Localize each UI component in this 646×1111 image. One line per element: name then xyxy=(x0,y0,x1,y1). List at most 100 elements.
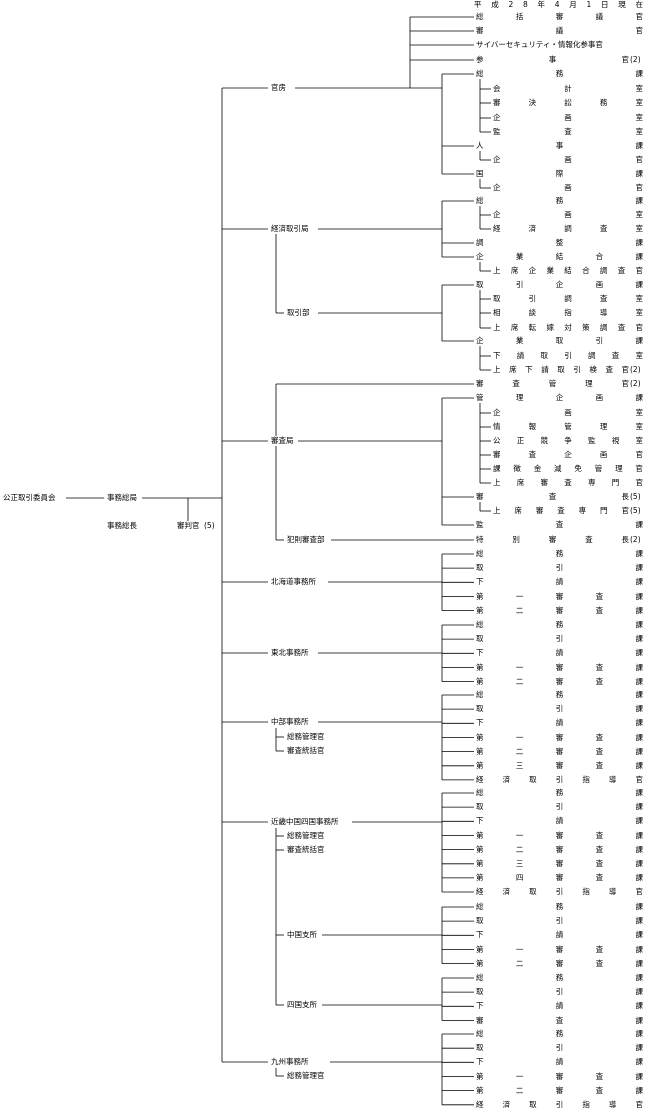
officer-title: 総務管理官 xyxy=(286,732,326,742)
officer-title: 総務管理官 xyxy=(286,831,326,841)
division-name: 取引課 xyxy=(476,916,643,926)
section-name: 課徴金減免管理官 xyxy=(493,464,643,473)
division-name: 取引課 xyxy=(476,802,643,812)
division-name: 審査長 xyxy=(476,492,629,501)
division-name: 第二審査課 xyxy=(476,605,643,615)
division-name: 下請課 xyxy=(476,648,643,658)
division-name: 取引課 xyxy=(476,704,643,714)
division-name: 総務課 xyxy=(476,196,643,205)
division-name: 経済取引指導官 xyxy=(476,774,643,784)
section-name: 経済調査室 xyxy=(493,224,643,233)
section-name: 上席転嫁対策調査官 xyxy=(493,323,643,332)
count-label: (5) xyxy=(630,506,641,515)
division-name: 第一審査課 xyxy=(476,662,643,672)
section-name: 企画室 xyxy=(493,113,643,122)
section-name: 相談指導室 xyxy=(493,308,643,317)
division-name: 第三審査課 xyxy=(476,760,643,770)
division-name: 取引課 xyxy=(476,634,643,644)
dept-torihiki: 取引部 xyxy=(286,308,311,318)
bureau-keizai-torihiki: 経済取引局 xyxy=(270,224,310,234)
division-name: 経済取引指導官 xyxy=(476,887,643,896)
officer-title: 総務管理官 xyxy=(286,1071,326,1081)
division-name: 取引企画課 xyxy=(476,280,643,289)
section-name: 審決訟務室 xyxy=(493,98,643,107)
division-name: 第一審査課 xyxy=(476,591,643,601)
division-name: 総務課 xyxy=(476,788,643,797)
section-name: 企画室 xyxy=(493,408,643,417)
division-name: 調整課 xyxy=(476,238,643,247)
bureau-shinsa: 審査局 xyxy=(270,436,295,446)
section-name: 取引調査室 xyxy=(493,294,643,303)
officer-title: 総括審議官 xyxy=(476,12,643,21)
count-label: (2) xyxy=(630,365,641,374)
section-name: 公正競争監視室 xyxy=(493,436,643,445)
division-name: 下請課 xyxy=(476,718,643,728)
division-name: 下請課 xyxy=(476,1001,643,1011)
office-kyushu: 九州事務所 xyxy=(270,1057,310,1067)
judge-label: 審判官 xyxy=(176,521,201,531)
section-name: 監査室 xyxy=(493,127,643,136)
division-name: 監査課 xyxy=(476,520,643,529)
division-name: 第二審査課 xyxy=(476,958,643,968)
division-name: 第四審査課 xyxy=(476,872,643,882)
count-label: (2) xyxy=(630,379,641,388)
office-tohoku: 東北事務所 xyxy=(270,648,310,658)
office-hokkaido: 北海道事務所 xyxy=(270,577,317,587)
division-name: 第二審査課 xyxy=(476,746,643,756)
secretariat-name: 事務総局 xyxy=(106,493,138,503)
division-name: 国際課 xyxy=(476,169,643,178)
division-name: 第二審査課 xyxy=(476,844,643,854)
section-name: 情報管理室 xyxy=(493,422,643,431)
division-name: 総務課 xyxy=(476,1029,643,1038)
division-name: 第一審査課 xyxy=(476,1071,643,1081)
section-name: 企画官 xyxy=(493,155,643,164)
officer-title: 審査管理官 xyxy=(476,379,629,388)
count-label: (5) xyxy=(630,492,641,501)
officer-title: 特別審査長 xyxy=(476,535,629,544)
division-name: 総務課 xyxy=(476,973,643,982)
division-name: 取引課 xyxy=(476,987,643,997)
division-name: 総務課 xyxy=(476,902,643,911)
division-name: 総務課 xyxy=(476,620,643,629)
division-name: 第二審査課 xyxy=(476,1085,643,1095)
section-name: 上席審査専門官 xyxy=(493,506,629,515)
division-name: 総務課 xyxy=(476,549,643,558)
section-name: 企画室 xyxy=(493,210,643,219)
section-name: 上席審査専門官 xyxy=(493,478,643,487)
section-name: 企画官 xyxy=(493,183,643,192)
division-name: 企業取引課 xyxy=(476,336,643,345)
officer-title: 参事官 xyxy=(476,55,629,64)
office-kinki-chugoku-shikoku: 近畿中国四国事務所 xyxy=(270,817,340,827)
bureau-kanbo: 官房 xyxy=(270,83,287,93)
officer-title: サイバーセキュリティ・情報化参事官 xyxy=(476,40,603,49)
commission-name: 公正取引委員会 xyxy=(2,493,57,503)
division-name: 下請課 xyxy=(476,577,643,587)
judge-count: (5) xyxy=(203,521,216,531)
division-name: 企業結合課 xyxy=(476,252,643,261)
division-name: 第一審査課 xyxy=(476,732,643,742)
division-name: 人事課 xyxy=(476,141,643,150)
branch-office: 中国支所 xyxy=(286,930,318,940)
count-label: (2) xyxy=(630,535,641,544)
section-name: 下請取引調査室 xyxy=(493,351,643,360)
division-name: 下請課 xyxy=(476,1057,643,1067)
division-name: 第一審査課 xyxy=(476,830,643,840)
dept-hansoku: 犯則審査部 xyxy=(286,535,326,545)
section-name: 上席下請取引検査官 xyxy=(493,365,629,374)
division-name: 経済取引指導官 xyxy=(476,1099,643,1109)
division-name: 取引課 xyxy=(476,563,643,573)
section-name: 会計室 xyxy=(493,84,643,93)
division-name: 取引課 xyxy=(476,1043,643,1053)
officer-title: 審査統括官 xyxy=(286,746,326,756)
division-name: 第二審査課 xyxy=(476,676,643,686)
division-name: 総務課 xyxy=(476,690,643,699)
officer-title: 審査統括官 xyxy=(286,845,326,855)
division-name: 総務課 xyxy=(476,69,643,78)
count-label: (2) xyxy=(630,55,641,64)
division-name: 審査課 xyxy=(476,1015,643,1025)
section-name: 上席企業結合調査官 xyxy=(493,266,643,275)
division-name: 第一審査課 xyxy=(476,944,643,954)
division-name: 下請課 xyxy=(476,930,643,940)
